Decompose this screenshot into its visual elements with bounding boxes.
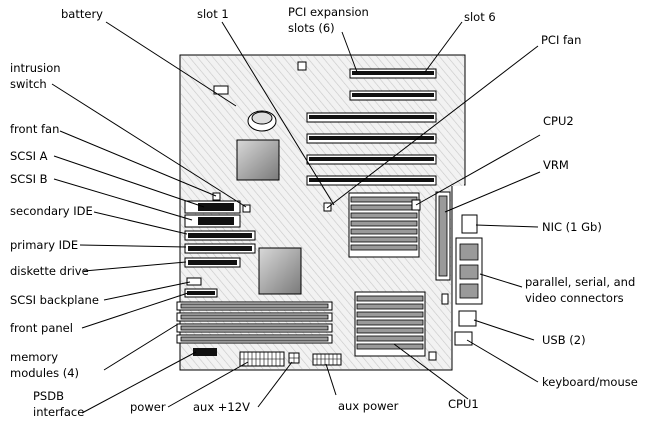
callout-labels: battery slot 1 PCI expansion slots (6) s… — [10, 5, 638, 419]
label-scsi-b: SCSI B — [10, 172, 48, 186]
board-mark — [297, 61, 307, 71]
label-primary-ide: primary IDE — [10, 238, 78, 252]
ide-connectors — [184, 230, 256, 268]
label-nic: NIC (1 Gb) — [542, 220, 602, 234]
label-pci-fan: PCI fan — [541, 33, 581, 47]
chip-lower — [258, 247, 302, 295]
pci-slots — [306, 68, 437, 186]
label-pci-expansion-2: slots (6) — [288, 21, 335, 35]
label-secondary-ide: secondary IDE — [10, 204, 93, 218]
label-keyboard-mouse: keyboard/mouse — [542, 375, 638, 389]
battery-component — [213, 85, 277, 132]
label-vrm: VRM — [543, 158, 569, 172]
label-battery: battery — [61, 7, 103, 21]
cpu1-heatsink — [354, 291, 437, 361]
label-psdb-1: PSDB — [33, 389, 64, 403]
label-scsi-backplane: SCSI backplane — [10, 293, 99, 307]
nic-port — [461, 214, 478, 234]
label-front-panel: front panel — [10, 321, 73, 335]
backplane-connectors — [184, 277, 218, 298]
rear-io — [454, 214, 483, 346]
label-psdb-2: interface — [33, 405, 84, 419]
label-diskette-drive: diskette drive — [10, 264, 89, 278]
label-scsi-a: SCSI A — [10, 149, 48, 163]
label-memory-2: modules (4) — [10, 366, 79, 380]
keyboard-mouse-port — [454, 331, 473, 346]
label-usb: USB (2) — [542, 333, 586, 347]
label-aux-power: aux power — [338, 399, 399, 413]
label-slot6: slot 6 — [464, 10, 496, 24]
psdb-connector — [193, 348, 217, 356]
cpu2-heatsink — [348, 192, 421, 258]
label-power: power — [130, 400, 166, 414]
label-intrusion-1: intrusion — [10, 61, 61, 75]
label-front-fan: front fan — [10, 122, 59, 136]
vrm-module — [435, 191, 451, 305]
label-cpu2: CPU2 — [543, 114, 574, 128]
leader-lines — [51, 21, 541, 414]
label-memory-1: memory — [10, 350, 58, 364]
label-slot1: slot 1 — [197, 7, 229, 21]
usb-ports — [458, 310, 477, 327]
label-parallel-2: video connectors — [525, 291, 624, 305]
label-parallel-1: parallel, serial, and — [525, 275, 635, 289]
power-connectors — [239, 351, 342, 367]
chip-upper — [236, 139, 280, 181]
memory-slots — [176, 301, 333, 344]
label-pci-expansion-1: PCI expansion — [288, 5, 369, 19]
chipsets — [236, 139, 302, 295]
scsi-connectors — [184, 200, 241, 228]
label-intrusion-2: switch — [10, 77, 47, 91]
label-aux-12v: aux +12V — [193, 400, 250, 414]
label-cpu1: CPU1 — [448, 397, 479, 411]
